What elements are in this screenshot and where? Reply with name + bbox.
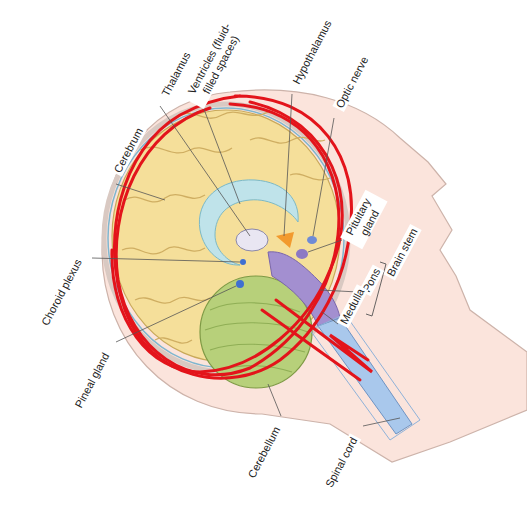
part-label: Spinal cord [323,433,362,491]
thalamus-shape [236,229,268,251]
optic-nerve-shape [307,236,317,244]
leader-line [92,94,400,426]
head-profile [102,90,527,462]
ventricles-shape [199,180,298,265]
red-scribble [112,96,372,380]
hypothalamus-shape [276,232,294,248]
part-label: Hypothalamus [289,16,335,88]
choroid-shape [240,259,246,265]
pituitary-shape [296,249,308,259]
part-label: Cerebellum [244,422,283,481]
part-label: Choroid plexus [38,255,85,329]
spinal-canal [310,314,420,440]
part-label: Optic nerve [332,52,371,111]
part-label: Pineal gland [71,349,112,412]
pineal-shape [236,280,244,288]
